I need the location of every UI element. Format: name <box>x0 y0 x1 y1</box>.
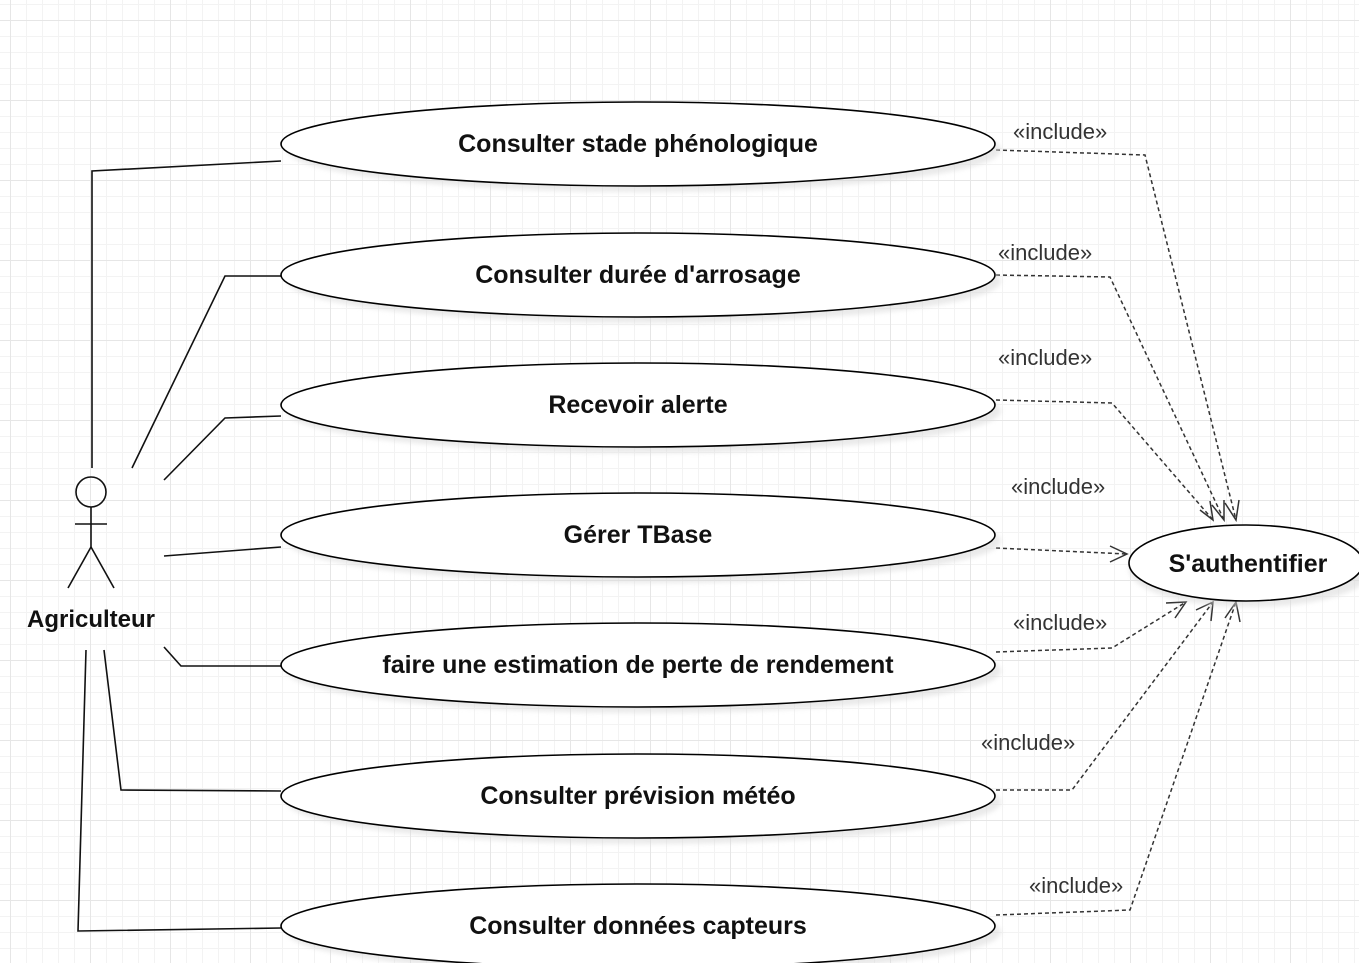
use-case-label: Gérer TBase <box>564 521 713 549</box>
association-line <box>163 546 282 557</box>
arrowhead <box>1109 545 1129 563</box>
include-arrow <box>996 601 1214 791</box>
include-label: «include» <box>1011 474 1105 499</box>
use-case-label: Recevoir alerte <box>548 391 727 419</box>
include-label: «include» <box>1029 873 1123 898</box>
include-dependencies <box>995 149 1241 916</box>
use-case-label: Consulter prévision météo <box>480 782 795 810</box>
include-arrow <box>995 399 1214 521</box>
include-arrow <box>995 149 1237 521</box>
association-line <box>91 160 282 468</box>
include-arrow <box>995 274 1225 521</box>
use-case-recevoir-alerte[interactable]: Recevoir alerte <box>280 362 1001 453</box>
use-case-estimation-perte-rendement[interactable]: faire une estimation de perte de rendeme… <box>280 622 1001 713</box>
include-label: «include» <box>1013 119 1107 144</box>
arrowhead <box>1165 601 1188 619</box>
use-case-label: Consulter stade phénologique <box>458 130 818 158</box>
use-case-consulter-stade-phenologique[interactable]: Consulter stade phénologique <box>280 101 1001 192</box>
include-label: «include» <box>1013 610 1107 635</box>
actor-label: Agriculteur <box>27 606 155 633</box>
include-arrow <box>995 601 1237 916</box>
arrowhead <box>1224 499 1240 523</box>
use-case-gerer-tbase[interactable]: Gérer TBase <box>280 492 1001 583</box>
include-arrow <box>995 547 1128 555</box>
association-line <box>131 275 281 469</box>
arrowhead <box>1211 500 1225 523</box>
arrowhead <box>1195 600 1214 622</box>
use-case-label: Consulter données capteurs <box>469 912 807 940</box>
association-line <box>163 415 282 481</box>
association-line <box>163 646 281 667</box>
use-case-label: faire une estimation de perte de rendeme… <box>382 651 894 679</box>
use-case-consulter-donnees-capteurs[interactable]: Consulter données capteurs <box>280 883 1001 963</box>
include-label: «include» <box>998 240 1092 265</box>
stick-figure-icon <box>67 476 115 589</box>
use-case-s-authentifier[interactable]: S'authentifier <box>1128 524 1359 607</box>
arrowhead <box>1199 500 1215 522</box>
actor-agriculteur[interactable]: Agriculteur <box>27 476 155 633</box>
include-arrow <box>995 601 1187 653</box>
stereotype-labels: «include» «include» «include» «include» … <box>981 119 1123 898</box>
association-line <box>77 649 282 932</box>
association-line <box>103 649 282 792</box>
use-case-label: S'authentifier <box>1169 550 1328 578</box>
include-label: «include» <box>998 345 1092 370</box>
use-case-label: Consulter durée d'arrosage <box>475 261 801 289</box>
use-case-consulter-prevision-meteo[interactable]: Consulter prévision météo <box>280 753 1001 844</box>
associations <box>77 160 282 932</box>
use-case-consulter-duree-arrosage[interactable]: Consulter durée d'arrosage <box>280 232 1001 323</box>
include-label: «include» <box>981 730 1075 755</box>
